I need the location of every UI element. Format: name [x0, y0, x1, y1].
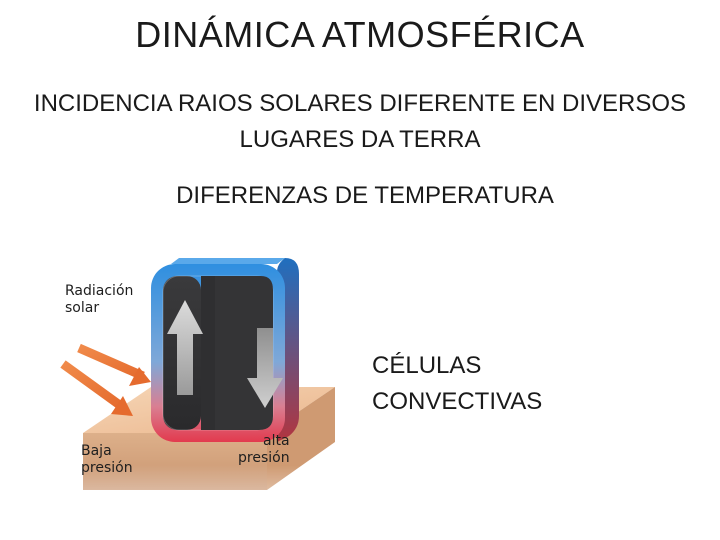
radiation-label-line-1: Radiación — [65, 283, 134, 299]
cells-label-line-2: CONVECTIVAS — [372, 388, 543, 415]
low-pressure-line-2: presión — [81, 460, 133, 476]
subtitle: INCIDENCIA RAIOS SOLARES DIFERENTE EN DI… — [0, 86, 720, 158]
ground-slab — [75, 387, 345, 540]
low-pressure-label: Baja presión — [81, 443, 133, 477]
cells-label-line-1: CÉLULAS — [372, 352, 482, 379]
slide-title: DINÁMICA ATMOSFÉRICA — [135, 14, 585, 55]
subtitle-line-2: LUGARES DA TERRA — [239, 126, 481, 153]
convection-diagram: Radiación solar Baja presión alta presió… — [55, 250, 355, 540]
high-pressure-line-1: alta — [263, 433, 290, 449]
low-pressure-line-1: Baja — [81, 443, 112, 459]
convective-cells-label: CÉLULAS CONVECTIVAS — [372, 348, 542, 420]
high-pressure-label: alta presión — [238, 433, 290, 467]
radiation-label-line-2: solar — [65, 300, 100, 316]
convection-loop — [151, 258, 299, 442]
rising-air-arrow — [167, 300, 203, 395]
convection-cell-illustration — [60, 258, 345, 540]
sinking-air-arrow — [247, 328, 283, 408]
subtitle-line-1: INCIDENCIA RAIOS SOLARES DIFERENTE EN DI… — [33, 90, 687, 117]
solar-ray-arrows — [60, 343, 151, 416]
high-pressure-line-2: presión — [238, 450, 290, 466]
solar-radiation-label: Radiación solar — [65, 283, 133, 317]
temperature-heading: DIFERENZAS DE TEMPERATURA — [176, 182, 554, 209]
